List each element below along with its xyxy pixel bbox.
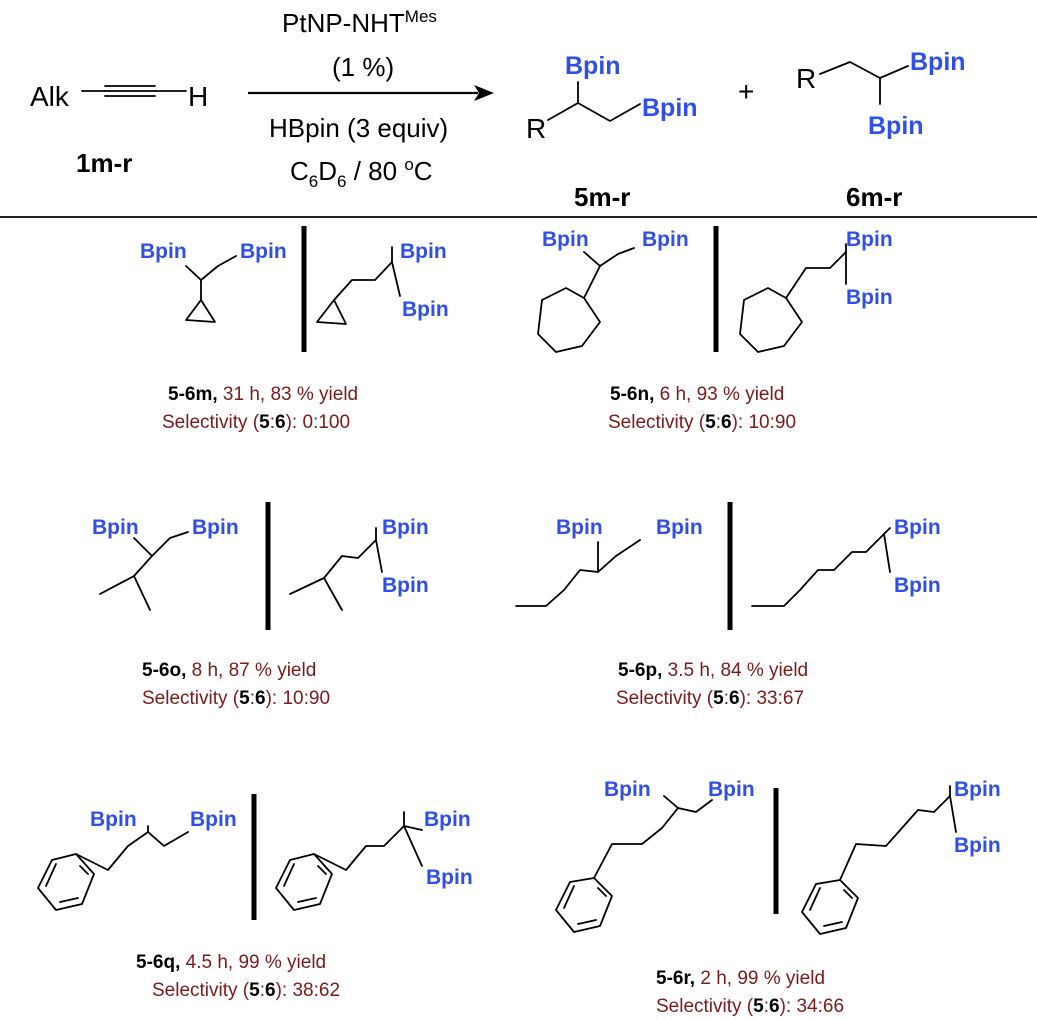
product-6-bpin-bottom: Bpin <box>868 112 924 140</box>
entry-p-bpin-1: Bpin <box>556 516 603 539</box>
entry-q-bpin-3: Bpin <box>424 808 471 831</box>
entry-r-product-5: Bpin Bpin <box>555 778 755 933</box>
entry-r-caption: 5-6r, 2 h, 99 % yield <box>656 968 825 989</box>
entry-r-bpin-4: Bpin <box>954 834 1001 857</box>
entry-m-bpin-3: Bpin <box>400 240 447 263</box>
product-6-label: 6m-r <box>846 182 902 212</box>
product-6-r: R <box>796 63 816 94</box>
entry-n-bpin-3: Bpin <box>846 228 893 251</box>
reaction-arrow <box>248 85 494 101</box>
plus-sign: + <box>738 76 754 107</box>
entry-o-caption: 5-6o, 8 h, 87 % yield <box>142 660 316 681</box>
entry-r-bpin-3: Bpin <box>954 778 1001 801</box>
entry-o-selectivity: Selectivity (5:6): 10:90 <box>142 688 330 709</box>
entry-p-product-5: Bpin Bpin <box>515 516 703 607</box>
entry-q-product-6: Bpin Bpin <box>275 808 473 911</box>
entry-n-product-6: Bpin Bpin <box>739 228 893 353</box>
product-5-structure: R Bpin Bpin <box>526 52 698 144</box>
entry-o-bpin-3: Bpin <box>382 516 429 539</box>
entry-q-bpin-4: Bpin <box>426 866 473 889</box>
entry-o-bpin-4: Bpin <box>382 574 429 597</box>
entry-n-bpin-1: Bpin <box>542 228 589 251</box>
entry-p-selectivity: Selectivity (5:6): 33:67 <box>616 688 804 709</box>
entry-p-bpin-2: Bpin <box>656 516 703 539</box>
entry-n-product-5: Bpin Bpin <box>537 228 689 353</box>
entry-m-bpin-2: Bpin <box>240 240 287 263</box>
product-5-bpin-top: Bpin <box>565 52 621 80</box>
entry-o-bpin-1: Bpin <box>92 516 139 539</box>
entry-o-bpin-2: Bpin <box>192 516 239 539</box>
entry-p-bpin-4: Bpin <box>894 574 941 597</box>
product-6-structure: R Bpin Bpin <box>796 48 966 140</box>
entry-o: Bpin Bpin Bpin Bpin 5-6o, 8 h, 87 % yiel… <box>92 502 429 709</box>
entry-q-bpin-2: Bpin <box>190 808 237 831</box>
triple-bond <box>81 85 187 97</box>
entry-q-selectivity: Selectivity (5:6): 38:62 <box>152 980 340 1001</box>
catalyst-line: PtNP-NHTMes <box>282 7 437 38</box>
entry-n-bpin-2: Bpin <box>642 228 689 251</box>
entry-r-product-6: Bpin Bpin <box>801 778 1001 935</box>
product-5-r: R <box>526 113 546 144</box>
entry-m-selectivity: Selectivity (5:6): 0:100 <box>162 412 350 433</box>
entry-p: Bpin Bpin Bpin Bpin 5-6p, 3.5 h, 84 % yi… <box>515 502 941 709</box>
entry-n-bpin-4: Bpin <box>846 286 893 309</box>
entry-m-caption: 5-6m, 31 h, 83 % yield <box>168 384 358 405</box>
entry-m-product-5: Bpin Bpin <box>140 240 287 323</box>
entry-m-product-6: Bpin Bpin <box>316 240 449 325</box>
entry-q-bpin-1: Bpin <box>90 808 137 831</box>
entry-q-product-5: Bpin Bpin <box>37 808 237 911</box>
entry-o-product-6: Bpin Bpin <box>289 516 429 611</box>
entry-r-selectivity: Selectivity (5:6): 34:66 <box>656 996 844 1017</box>
entry-p-bpin-3: Bpin <box>894 516 941 539</box>
product-5-label: 5m-r <box>574 182 630 212</box>
entry-p-product-6: Bpin Bpin <box>751 516 941 607</box>
entry-n: Bpin Bpin Bpin Bpin 5-6n, 6 h, 93 % yiel… <box>537 226 893 433</box>
reactant-h: H <box>188 81 208 112</box>
entry-q-caption: 5-6q, 4.5 h, 99 % yield <box>136 952 326 973</box>
entry-p-caption: 5-6p, 3.5 h, 84 % yield <box>618 660 808 681</box>
solvent-temp: C6D6 / 80 oC <box>290 155 433 191</box>
entry-m-bpin-4: Bpin <box>402 298 449 321</box>
reagent: HBpin (3 equiv) <box>269 113 448 143</box>
entry-r: Bpin Bpin Bpin Bpin 5-6r, 2 h, 99 % yiel… <box>555 778 1001 1017</box>
entry-q: Bpin Bpin Bpin Bpin 5-6q, 4.5 h, 99 % yi… <box>37 794 473 1001</box>
entry-n-caption: 5-6n, 6 h, 93 % yield <box>610 384 784 405</box>
entry-m-bpin-1: Bpin <box>140 240 187 263</box>
entry-r-bpin-2: Bpin <box>708 778 755 801</box>
product-6-bpin-right: Bpin <box>910 48 966 76</box>
entry-o-product-5: Bpin Bpin <box>92 516 239 611</box>
reactant-alk: Alk <box>30 81 70 112</box>
product-5-bpin-right: Bpin <box>642 94 698 122</box>
catalyst-loading: (1 %) <box>332 52 394 82</box>
reactant-label: 1m-r <box>76 148 132 178</box>
entry-r-bpin-1: Bpin <box>604 778 651 801</box>
entry-n-selectivity: Selectivity (5:6): 10:90 <box>608 412 796 433</box>
entry-m: Bpin Bpin Bpin Bpin 5-6m, 31 h, 83 % yie… <box>140 226 449 433</box>
header-reaction: Alk H 1m-r PtNP-NHTMes (1 %) HBpin (3 eq… <box>30 7 966 212</box>
